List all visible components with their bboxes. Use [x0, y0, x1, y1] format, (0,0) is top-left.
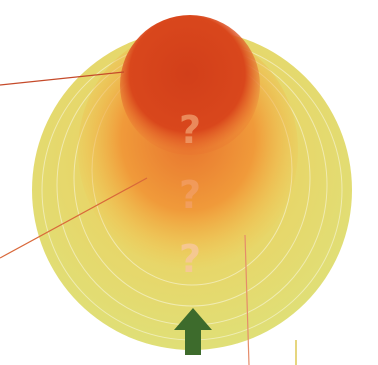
question-mark-icon: ? [179, 108, 201, 152]
question-mark-icon: ? [179, 173, 201, 217]
question-mark-icon: ? [179, 237, 201, 281]
